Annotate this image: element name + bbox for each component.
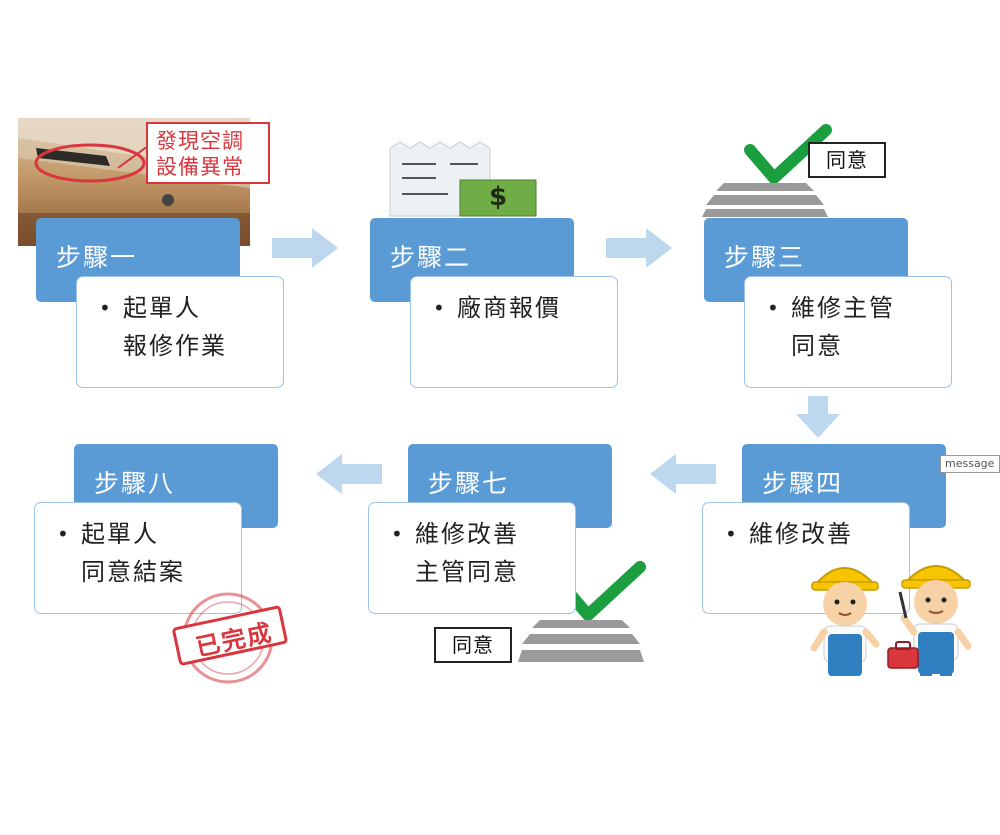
dollar-icon: $ (488, 182, 508, 212)
step-8-title: 步驟八 (94, 469, 176, 498)
workers-illustration (810, 565, 972, 676)
worker-2 (898, 565, 972, 676)
bullet-icon: • (767, 296, 781, 320)
bullet-icon: • (433, 296, 447, 320)
arrow-right-icon (606, 228, 672, 268)
step-7-line-1: 維修改善 (415, 520, 519, 548)
step-7-title: 步驟七 (428, 469, 510, 498)
document-stack-icon (518, 620, 644, 662)
step-4-line-1: 維修改善 (749, 520, 853, 548)
toolbox-icon (887, 641, 919, 669)
step-3-line-2: 同意 (791, 332, 843, 360)
step-3-card: • 維修主管 同意 (744, 276, 952, 388)
document-stack-icon (702, 183, 828, 217)
step-1-card: • 起單人 報修作業 (76, 276, 284, 388)
fault-label-line-1: 發現空調 (156, 129, 244, 153)
fault-label-line-2: 設備異常 (156, 155, 244, 179)
step-3-line-1: 維修主管 (791, 294, 895, 322)
bullet-icon: • (57, 522, 71, 546)
step-1-title: 步驟一 (56, 243, 138, 272)
step-2-header: 步驟二 (370, 218, 574, 302)
approval-label-top: 同意 (808, 142, 886, 178)
arrow-left-icon (316, 454, 382, 494)
step-1-line-1: 起單人 (123, 294, 201, 322)
step-2-line-1: 廠商報價 (457, 294, 561, 322)
fault-callout-label: 發現空調 設備異常 (146, 122, 270, 184)
message-tag: message (940, 455, 1000, 473)
step-3-title: 步驟三 (724, 243, 806, 272)
step-2-card: • 廠商報價 (410, 276, 618, 388)
arrow-left-icon (650, 454, 716, 494)
step-8-line-2: 同意結案 (81, 558, 185, 586)
approval-label-bottom: 同意 (434, 627, 512, 663)
step-2-title: 步驟二 (390, 243, 472, 272)
bullet-icon: • (391, 522, 405, 546)
step-7-card: • 維修改善 主管同意 (368, 502, 576, 614)
step-8-card: • 起單人 同意結案 (34, 502, 242, 614)
completed-stamp-icon (172, 592, 288, 684)
bullet-icon: • (99, 296, 113, 320)
step-8-line-1: 起單人 (81, 520, 159, 548)
quotation-receipt-icon (389, 141, 537, 217)
step-4-title: 步驟四 (762, 469, 844, 498)
step-1-line-2: 報修作業 (123, 332, 227, 360)
step-4-card: • 維修改善 (702, 502, 910, 614)
step-7-line-2: 主管同意 (415, 558, 519, 586)
bullet-icon: • (725, 522, 739, 546)
arrow-down-icon (796, 396, 840, 438)
arrow-right-icon (272, 228, 338, 268)
worker-1 (810, 567, 880, 676)
callout-line (117, 145, 149, 169)
